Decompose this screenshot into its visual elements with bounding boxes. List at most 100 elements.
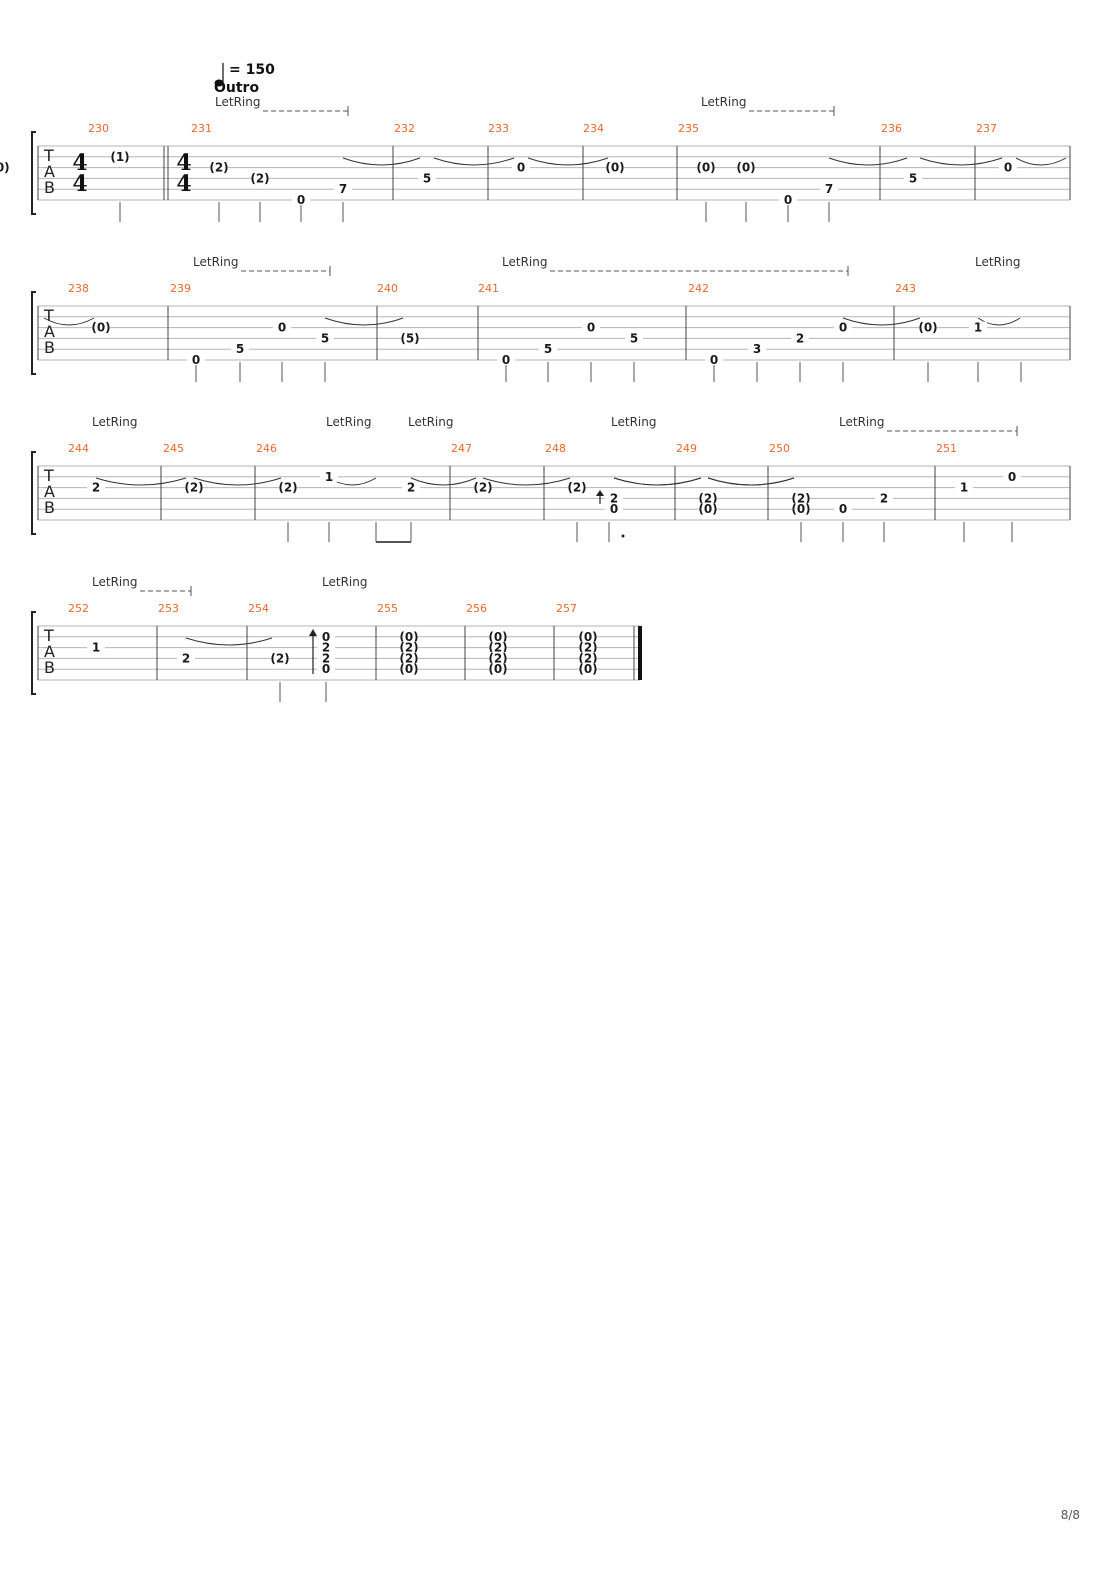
let-ring-label: LetRing [408,415,453,429]
measure-number: 230 [88,122,109,135]
fret-background [779,194,797,205]
fret-number: (0) [488,630,507,644]
fret-background [273,321,291,333]
fret-background [568,481,586,493]
measure-number: 255 [377,602,398,615]
fret-number: 2 [322,641,330,655]
tab-clef-letter: A [44,642,55,661]
fret-number: 0 [278,321,286,335]
tie-arc [324,317,404,326]
tie-arc [977,317,1021,326]
fret-background [579,663,597,675]
fret-background [605,503,623,515]
fret-background [317,663,335,675]
fret-number: 0 [517,161,525,175]
tie-arc [185,637,273,646]
measure-number: 234 [583,122,604,135]
fret-background [625,332,643,344]
fret-background [697,161,715,173]
fret-number: 2 [322,651,330,665]
fret-number: 0 [839,321,847,335]
tie-arc [919,157,1003,166]
measure-number: 231 [191,122,212,135]
fret-number: (2) [278,481,297,495]
fret-number: 1 [960,481,968,495]
fret-background [919,321,937,333]
measure-number: 239 [170,282,191,295]
measure-number: 236 [881,122,902,135]
fret-number: 0 [587,321,595,335]
fret-number: 0 [192,353,200,367]
measure-number: 249 [676,442,697,455]
fret-background [904,172,922,184]
fret-number: 0 [710,353,718,367]
fret-number: (2) [488,641,507,655]
measure-number: 242 [688,282,709,295]
fret-background [579,630,597,642]
measure-number: 250 [769,442,790,455]
measure-number: 248 [545,442,566,455]
fret-number: 2 [796,331,804,345]
let-ring-label: LetRing [839,415,884,429]
fret-number: 0 [784,193,792,207]
fret-background [792,503,810,515]
time-signature-bottom: 4 [72,171,87,197]
fret-background [320,470,338,482]
fret-number: 0 [322,630,330,644]
system-bracket [31,291,36,375]
fret-number: (2) [578,651,597,665]
fret-background [316,332,334,344]
fret-number: 5 [236,342,244,356]
tie-arc [482,477,571,486]
measure-number: 257 [556,602,577,615]
fret-background [579,641,597,653]
fret-number: (0) [488,662,507,676]
fret-background [791,332,809,344]
measure-number: 237 [976,122,997,135]
measure-number: 233 [488,122,509,135]
fret-background [402,481,420,493]
fret-number: 0 [1004,161,1012,175]
measure-number: 244 [68,442,89,455]
measure-number: 253 [158,602,179,615]
time-signature-top: 4 [72,150,87,176]
tab-clef-letter: B [44,498,55,517]
fret-number: 7 [339,182,347,196]
fret-number: (0) [399,662,418,676]
fret-number: 3 [753,342,761,356]
fret-background [400,641,418,653]
page-number: 8/8 [1060,1508,1080,1522]
fret-number: 2 [880,491,888,505]
fret-background [999,161,1017,173]
fret-number: 0 [297,193,305,207]
time-signature-bottom: 4 [176,171,191,197]
measure-number: 232 [394,122,415,135]
let-ring-label: LetRing [193,255,238,269]
fret-background [579,652,597,664]
tab-clef-letter: B [44,658,55,677]
fret-background [92,321,110,333]
tie-arc [707,477,795,486]
let-ring-label: LetRing [326,415,371,429]
fret-background [231,343,249,355]
fret-background [400,652,418,664]
fret-background [87,641,105,653]
tab-clef-letter: B [44,178,55,197]
fret-background [699,503,717,515]
fret-number: (2) [698,491,717,505]
fret-background [606,161,624,173]
fret-background [699,492,717,504]
fret-number: (2) [567,481,586,495]
tab-clef-letter: B [44,338,55,357]
tab-clef-letter: T [43,146,54,165]
fret-number: 0 [322,662,330,676]
fret-number: (2) [209,161,228,175]
fret-background [497,354,515,365]
measure-number: 235 [678,122,699,135]
tab-clef-letter: T [43,626,54,645]
let-ring-label: LetRing [322,575,367,589]
let-ring-label: LetRing [701,95,746,109]
tie-arc [828,157,908,166]
tab-clef-letter: T [43,466,54,485]
fret-number: (2) [488,651,507,665]
